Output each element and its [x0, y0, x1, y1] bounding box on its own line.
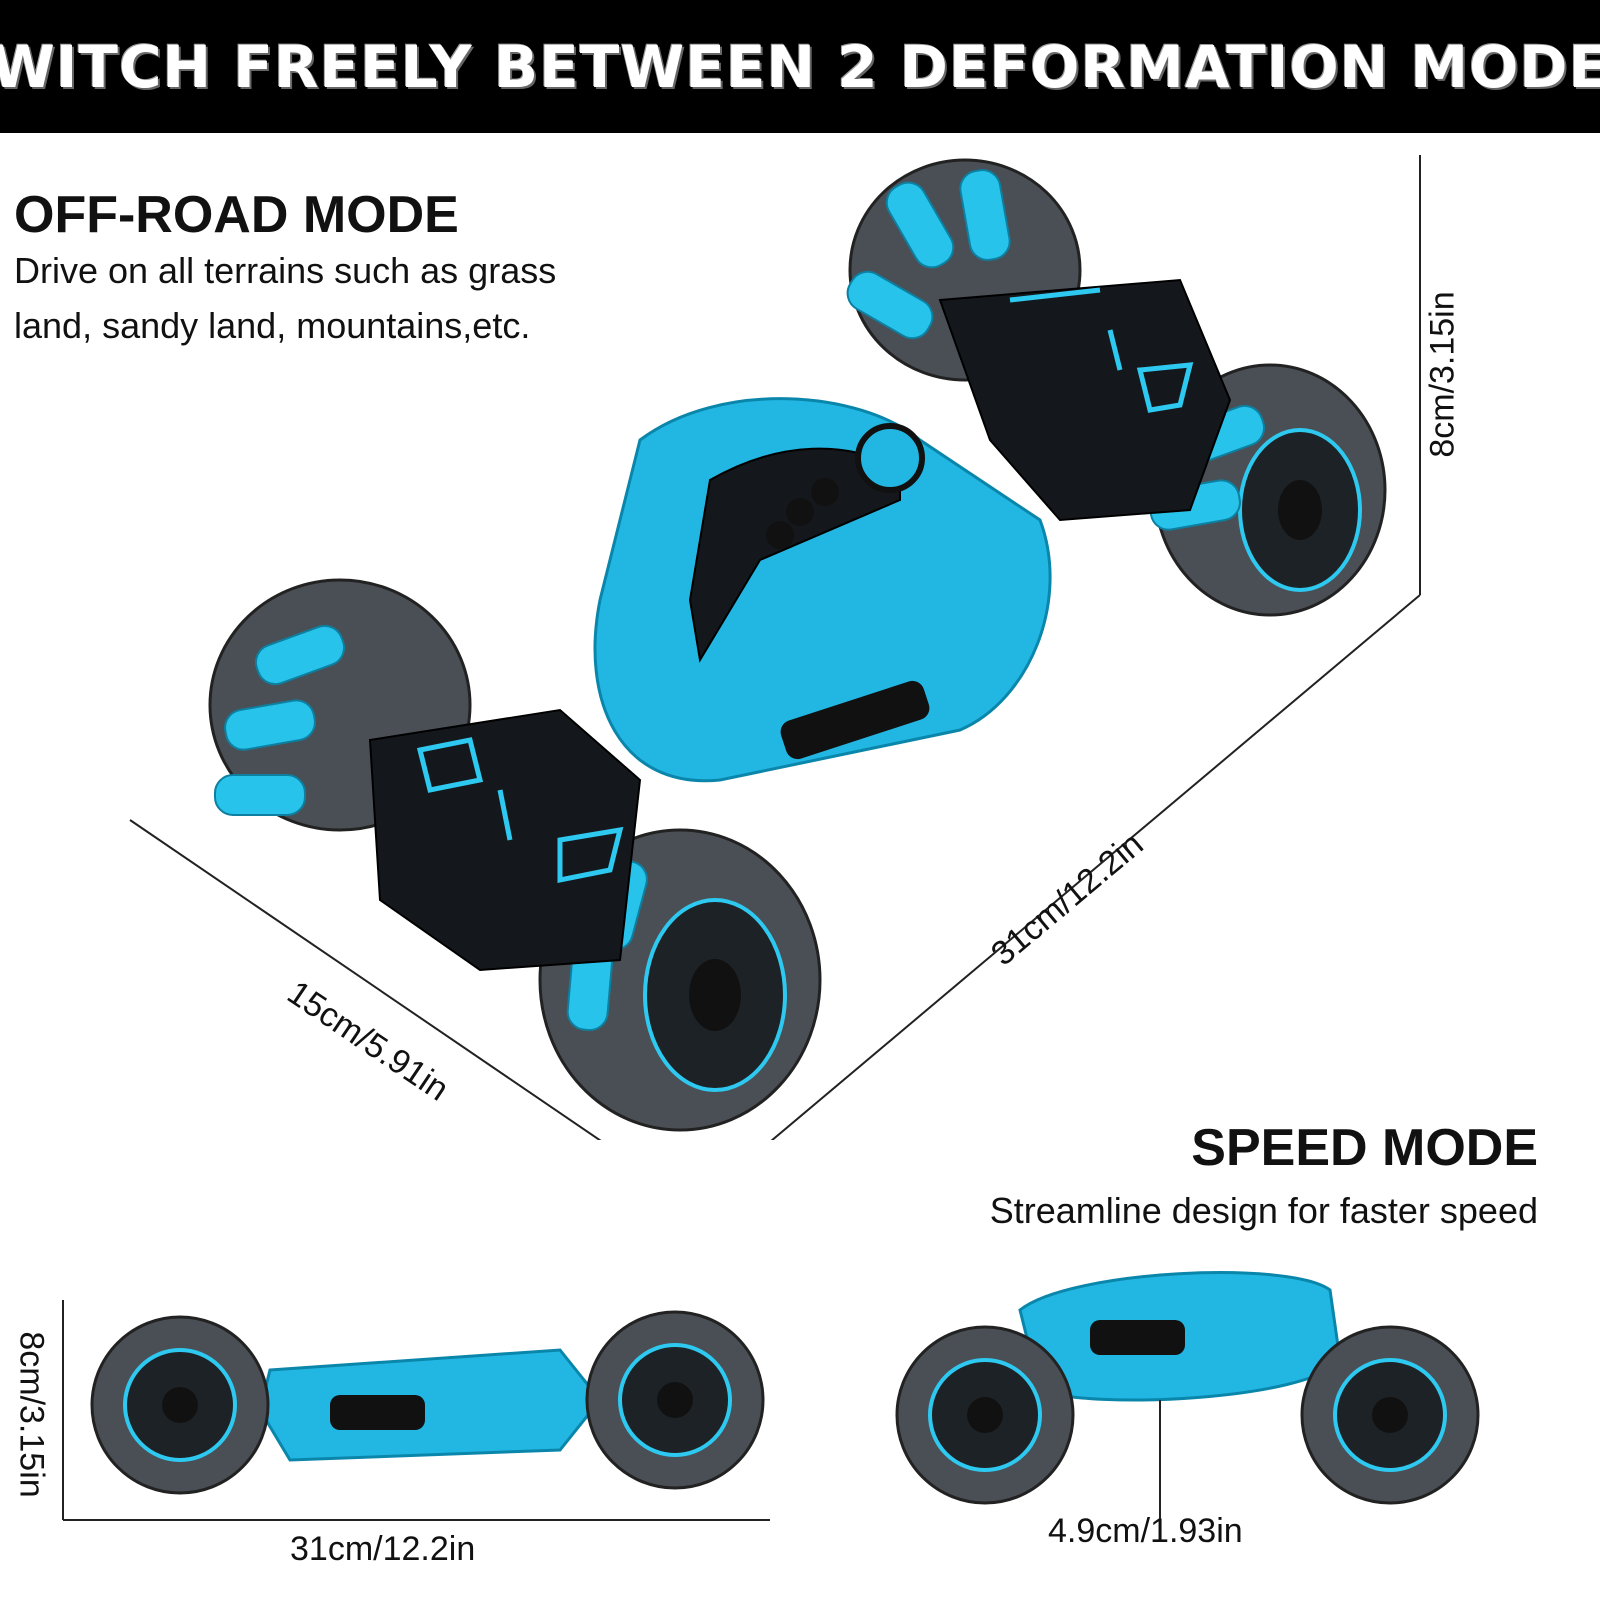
side-wheel-right — [585, 1310, 765, 1490]
side-car-body — [258, 1348, 602, 1462]
clearance-label: 4.9cm/1.93in — [1048, 1512, 1243, 1550]
chassis-front — [368, 708, 642, 972]
top-banner: SWITCH FREELY BETWEEN 2 DEFORMATION MODE… — [0, 0, 1600, 133]
height-label-top: 8cm/3.15in — [1423, 291, 1462, 458]
height-label-bottom: 8cm/3.15in — [12, 1331, 51, 1498]
speed-title: SPEED MODE — [1191, 1119, 1538, 1177]
offroad-title: OFF-ROAD MODE — [14, 186, 459, 244]
offroad-desc-line1: Drive on all terrains such as grass — [14, 250, 557, 291]
length-label-bottom: 31cm/12.2in — [290, 1530, 476, 1568]
offroad-desc-line2: land, sandy land, mountains,etc. — [14, 305, 531, 346]
side-wheel-left — [90, 1315, 270, 1495]
offroad-car-image — [129, 155, 1421, 1140]
speed-wheel-left — [895, 1325, 1075, 1505]
speed-side-view-image — [895, 1271, 1480, 1520]
banner-title: SWITCH FREELY BETWEEN 2 DEFORMATION MODE… — [0, 32, 1600, 101]
chassis-rear — [938, 278, 1232, 522]
offroad-side-view-image — [62, 1300, 770, 1521]
width-dimension-line — [129, 819, 602, 1140]
length-dimension-line — [770, 594, 1421, 1140]
speed-wheel-right — [1300, 1325, 1480, 1505]
speed-description: Streamline design for faster speed — [989, 1190, 1538, 1231]
offroad-description: Drive on all terrains such as grass land… — [14, 243, 556, 353]
